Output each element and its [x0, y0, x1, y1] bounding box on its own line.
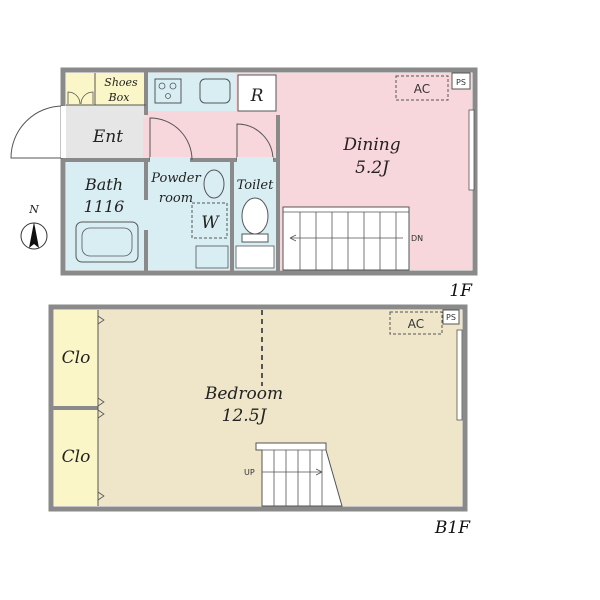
ent-label: Ent — [92, 127, 123, 147]
toilet-icon — [241, 197, 269, 235]
toilet-door-swing — [236, 123, 274, 161]
floor-1: Shoes Box Ent Dining 5.2J Bath 1116 Powd… — [10, 67, 478, 301]
bedroom-size-label: 12.5J — [222, 406, 268, 426]
burner — [158, 82, 166, 90]
entrance-area — [66, 105, 146, 160]
powder-label-2: room — [159, 191, 193, 206]
powder-room-door-swing — [149, 117, 193, 161]
powder-door-opening — [150, 157, 190, 163]
window — [468, 109, 475, 191]
burner — [165, 93, 171, 99]
floor-b1-label: B1F — [434, 518, 471, 538]
pipe-space — [442, 309, 460, 325]
bathtub-inner — [81, 227, 133, 257]
window — [456, 329, 463, 421]
vanity — [195, 245, 229, 269]
down-label: DN — [411, 234, 423, 243]
floor-1-outer-wall — [60, 67, 478, 276]
shoes-box-door — [67, 91, 81, 105]
dining-size-label: 5.2J — [355, 158, 390, 178]
bathtub-icon — [75, 221, 139, 263]
up-label: UP — [244, 468, 255, 477]
shoes-box-label-2: Box — [108, 91, 131, 104]
ps-label: PS — [456, 78, 466, 87]
stairs-arrow-head — [315, 468, 323, 476]
burner — [169, 82, 177, 90]
stairs-up — [255, 442, 343, 507]
toilet-door-opening — [237, 157, 273, 163]
powder-label-1: Powder — [150, 171, 201, 186]
powder-room-area — [146, 162, 232, 270]
closet-door-marks — [97, 315, 105, 501]
ps-label: PS — [446, 313, 456, 322]
fridge-area — [237, 74, 277, 112]
toilet-label: Toilet — [237, 178, 274, 193]
bath-label: Bath — [84, 175, 123, 194]
dining-label: Dining — [342, 135, 400, 155]
floor-1-label: 1F — [449, 281, 473, 301]
north-label: N — [28, 203, 39, 216]
closet-1-label: Clo — [62, 348, 91, 368]
entrance-door-swing — [10, 105, 64, 159]
stairs-arrow-head — [289, 234, 297, 242]
toilet-tank — [241, 233, 269, 243]
doorway — [143, 118, 149, 158]
stove-icon — [154, 78, 182, 104]
ac-unit — [389, 311, 443, 335]
ac-unit — [395, 75, 449, 101]
shoes-box-label-1: Shoes — [104, 76, 138, 89]
entrance-door-opening — [61, 106, 66, 158]
toilet-storage — [235, 245, 275, 269]
closet-2-area — [54, 408, 98, 506]
stair-treads — [283, 211, 409, 270]
ac-label: AC — [414, 82, 430, 96]
sink-icon — [199, 78, 231, 104]
fridge-label: R — [250, 86, 264, 106]
stair-treads — [262, 449, 326, 506]
bath-size-label: 1116 — [84, 197, 125, 216]
bath-door-opening — [143, 200, 149, 230]
pipe-space — [451, 72, 471, 90]
washbasin-icon — [203, 169, 225, 199]
compass-arrow-icon — [29, 222, 39, 248]
stairs-down — [282, 206, 410, 271]
floor-b1: Clo Clo Bedroom 12.5J AC PS UP B1F — [48, 304, 471, 538]
compass: N — [20, 203, 48, 250]
bedroom-label: Bedroom — [204, 384, 283, 404]
bath-area — [66, 162, 146, 270]
closet-2-label: Clo — [62, 447, 91, 467]
washer-space — [191, 202, 228, 239]
ac-label: AC — [408, 317, 424, 331]
shoes-box-door — [80, 91, 94, 105]
washer-label: W — [201, 213, 220, 233]
closet-1-area — [54, 310, 98, 408]
